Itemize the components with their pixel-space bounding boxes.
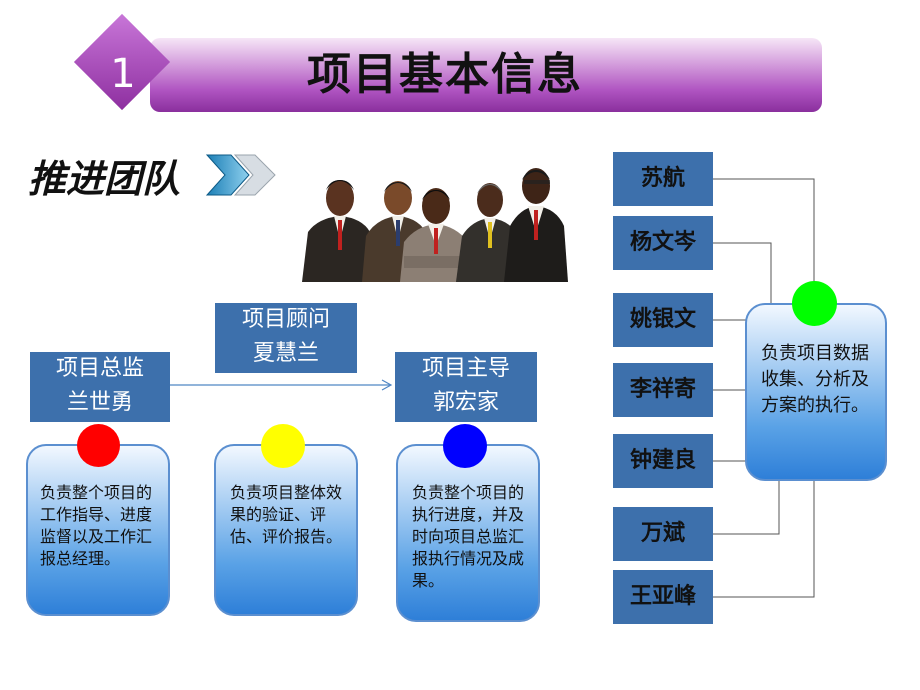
lead-name: 郭宏家 — [432, 390, 499, 415]
red-dot-icon — [77, 424, 120, 467]
double-chevron-icon — [205, 154, 276, 196]
member-box: 钟建良 — [613, 434, 713, 488]
member-box: 万斌 — [613, 507, 713, 561]
blue-dot-icon — [443, 424, 487, 468]
connector-arrow — [170, 379, 393, 391]
member-box: 杨文岑 — [613, 216, 713, 270]
team-desc-box: 负责项目数据收集、分析及方案的执行。 — [745, 303, 887, 481]
lead-desc: 负责整个项目的执行进度，并及时向项目总监汇报执行情况及成果。 — [412, 483, 525, 590]
member-box: 苏航 — [613, 152, 713, 206]
advisor-box: 项目顾问 夏慧兰 — [215, 303, 357, 373]
advisor-desc-box: 负责项目整体效果的验证、评估、评价报告。 — [214, 444, 358, 616]
team-desc: 负责项目数据收集、分析及方案的执行。 — [761, 343, 869, 416]
supervisor-title: 项目总监 — [55, 356, 144, 381]
business-team-illustration — [302, 168, 568, 282]
title-banner — [150, 38, 822, 112]
section-number: 1 — [110, 51, 136, 97]
advisor-name: 夏慧兰 — [252, 341, 319, 366]
lead-box: 项目主导 郭宏家 — [395, 352, 537, 422]
supervisor-desc-box: 负责整个项目的工作指导、进度监督以及工作汇报总经理。 — [26, 444, 170, 616]
lead-desc-box: 负责整个项目的执行进度，并及时向项目总监汇报执行情况及成果。 — [396, 444, 540, 622]
advisor-title: 项目顾问 — [241, 307, 330, 332]
lead-title: 项目主导 — [421, 356, 510, 381]
supervisor-desc: 负责整个项目的工作指导、进度监督以及工作汇报总经理。 — [40, 483, 153, 568]
section-heading: 推进团队 — [28, 157, 181, 201]
page-title: 项目基本信息 — [307, 49, 583, 100]
green-dot-icon — [792, 281, 837, 326]
member-box: 姚银文 — [613, 293, 713, 347]
supervisor-box: 项目总监 兰世勇 — [30, 352, 170, 422]
supervisor-name: 兰世勇 — [66, 390, 133, 415]
yellow-dot-icon — [261, 424, 305, 468]
member-box: 王亚峰 — [613, 570, 713, 624]
member-box: 李祥寄 — [613, 363, 713, 417]
advisor-desc: 负责项目整体效果的验证、评估、评价报告。 — [230, 483, 343, 546]
